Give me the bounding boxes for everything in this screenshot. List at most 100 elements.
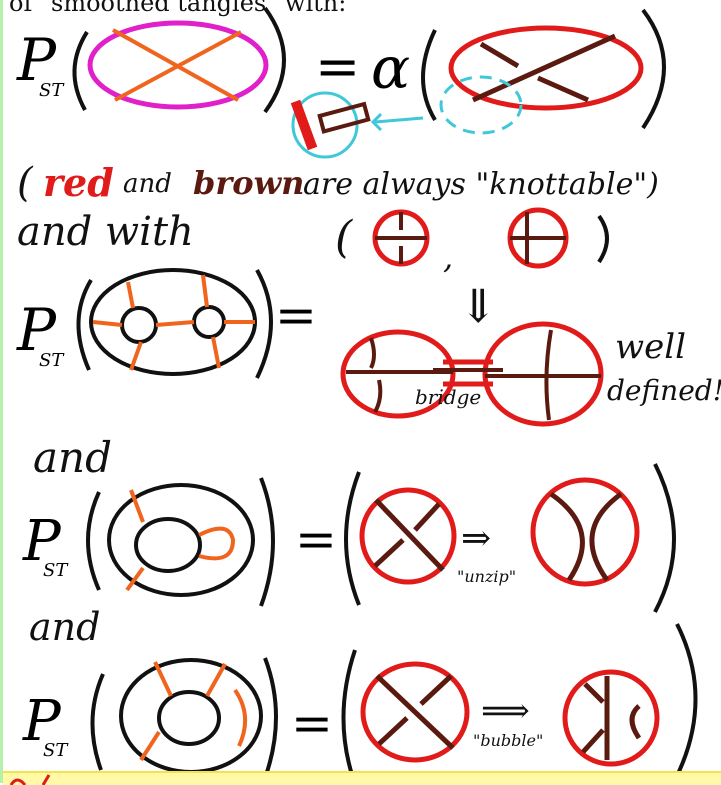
paren-left-3 <box>86 491 101 591</box>
equals-4: = <box>291 694 333 752</box>
unzip-disk-left <box>359 487 457 585</box>
orange-link-f <box>211 336 221 369</box>
bridge-disk-right-vertical <box>544 329 553 421</box>
p-symbol-2: P <box>16 296 57 364</box>
equals-3: = <box>295 510 337 568</box>
paren-right-unzip <box>653 463 676 613</box>
equals-1: = <box>315 35 360 98</box>
cyan-zoom-circle <box>291 91 359 159</box>
bubble-right-c-arc <box>629 704 642 740</box>
p-symbol-3: P <box>22 509 62 574</box>
unzip-left-strand-2 <box>373 538 405 568</box>
black-outer-disk-3 <box>107 483 255 597</box>
paren-left-alpha <box>421 29 437 122</box>
bubble-left-strand-2 <box>377 716 409 746</box>
text-and-2: and <box>33 433 112 482</box>
row-1-equation: P ST = α <box>16 6 666 159</box>
word-and: and <box>123 169 172 199</box>
orange-link-4c <box>139 730 161 762</box>
text-and-with: and with <box>17 209 194 255</box>
label-bridge: bridge <box>415 385 481 409</box>
cyan-arrow <box>374 116 424 124</box>
row-4-equation: P ST = ⇓ brid <box>16 268 721 427</box>
paren-open-pair: ( <box>335 212 353 263</box>
paren-right-alpha <box>641 8 666 130</box>
bubble-disk-right <box>562 669 660 767</box>
bubble-left-strand-1 <box>375 674 455 750</box>
paren-left-4 <box>90 673 105 771</box>
magenta-disk <box>87 20 269 110</box>
label-bubble: "bubble" <box>473 731 543 750</box>
orange-loop-3 <box>198 526 236 561</box>
brown-band-zoom <box>317 101 371 134</box>
p-symbol-4: P <box>22 689 62 754</box>
label-well: well <box>615 327 686 367</box>
word-brown: brown <box>193 164 304 202</box>
row-3-and-with: and with ( , <box>17 207 609 276</box>
word-red: red <box>43 160 114 205</box>
label-defined: defined! <box>607 374 721 407</box>
bubble-right-strand-2 <box>581 728 605 754</box>
orange-link-c <box>126 281 135 309</box>
row-6-equation: and P ST = ⟹ "bubble" <box>22 605 698 781</box>
bridge-disk-left-stub-bottom <box>373 379 383 413</box>
orange-link-4a <box>153 661 173 697</box>
equals-2: = <box>275 286 317 344</box>
orange-link-4b <box>205 663 227 697</box>
brown-strand-1b <box>536 75 590 103</box>
brown-strand-1c <box>471 33 617 103</box>
bubble-right-strand-1 <box>583 682 605 704</box>
header-text: of "smoothed tangles" with: <box>9 0 347 17</box>
hole-left-2 <box>120 306 158 344</box>
hole-3 <box>134 517 202 573</box>
cyan-dashed-ellipse <box>439 75 523 135</box>
cyan-arrowhead <box>370 112 383 132</box>
orange-strand-2 <box>114 30 242 102</box>
unzip-right-strand-2 <box>589 491 623 582</box>
p-subscript-4: ST <box>43 740 69 761</box>
bubble-left-strand-3 <box>419 674 453 706</box>
p-subscript-3: ST <box>43 560 69 581</box>
brown-strand-1a <box>479 41 520 69</box>
paren-close-pair <box>597 214 609 264</box>
red-band-zoom <box>290 99 318 151</box>
orange-link-e <box>201 274 209 308</box>
paren-right-bubble <box>673 623 698 781</box>
open-paren-note: ( <box>17 160 34 206</box>
red-ink-mark <box>9 774 51 785</box>
paren-right-4 <box>263 657 278 779</box>
unzip-left-strand-1 <box>374 498 445 572</box>
paren-left-unzip <box>344 471 361 606</box>
hole-right-2 <box>192 305 226 339</box>
red-disk-1 <box>448 25 644 111</box>
diagram-canvas: P ST = α ( red and <box>16 6 721 781</box>
hole-4 <box>157 690 221 746</box>
comma: , <box>443 238 453 276</box>
orange-link-3a <box>129 489 145 523</box>
paren-left-2 <box>76 278 93 371</box>
orange-arc-4 <box>233 688 247 747</box>
orange-link-a <box>92 320 123 327</box>
paren-right-1 <box>263 6 286 114</box>
text-always-knottable: are always "knottable") <box>303 167 659 202</box>
row-2-note: ( red and brown are always "knottable") <box>17 160 659 206</box>
text-and-3: and <box>29 605 100 649</box>
paren-left-1 <box>72 30 89 111</box>
unzip-left-strand-3 <box>413 502 441 532</box>
row-5-equation: and P ST = ⇒ "unzip" <box>22 433 676 613</box>
bubble-disk-left <box>360 661 470 763</box>
alpha-symbol: α <box>371 34 410 102</box>
label-unzip: "unzip" <box>457 567 516 586</box>
bridge-disk-left-stub-top <box>369 337 376 369</box>
p-subscript-2: ST <box>39 350 65 371</box>
orange-link-d <box>129 341 143 371</box>
p-subscript-1: ST <box>39 80 65 101</box>
arrow-unzip: ⇒ <box>461 518 491 559</box>
arrow-bubble: ⟹ <box>481 691 530 731</box>
orange-link-holes <box>155 320 195 327</box>
paren-right-3 <box>259 477 275 607</box>
p-symbol-1: P <box>16 26 57 94</box>
orange-strand-1 <box>112 28 239 102</box>
unzip-right-strand-1 <box>549 491 585 582</box>
